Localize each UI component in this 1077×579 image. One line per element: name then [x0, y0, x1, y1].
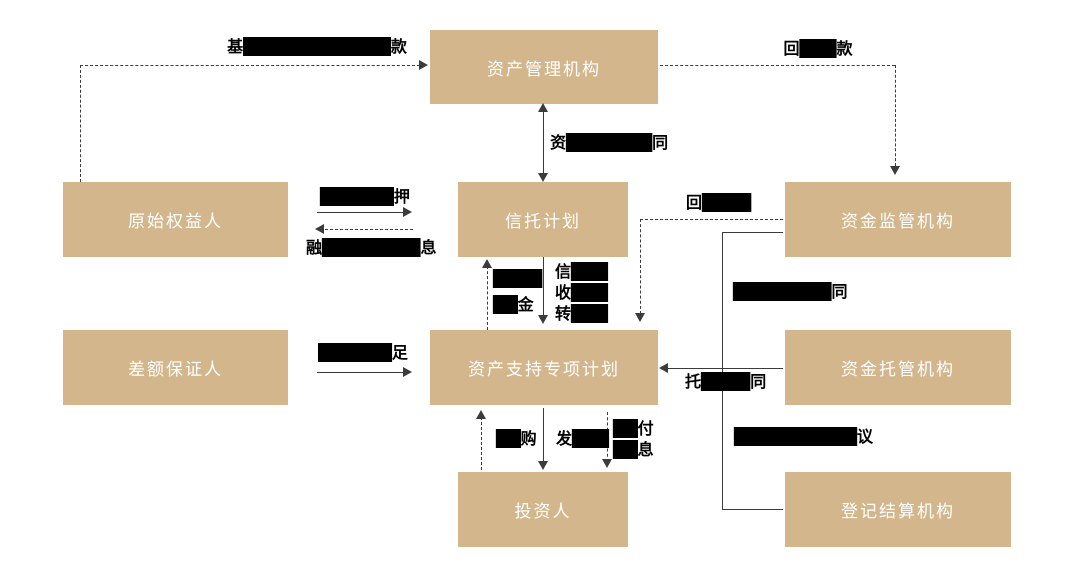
arrowhead-up-icon: [482, 259, 492, 268]
edge-asset-manager-to-supervisor-hline: [660, 65, 895, 66]
edge-label-recovery-right: 回████: [686, 193, 752, 212]
edge-label-financing-repayment: 融████████息: [306, 238, 437, 257]
arrowhead-right-icon: [403, 367, 412, 377]
arrowhead-left-icon: [315, 224, 324, 234]
edge-trust-plan-to-special-plan-vline: [543, 257, 544, 318]
edge-label-shortfall-makeup: ██████足: [318, 343, 408, 362]
arrowhead-left-icon: [659, 363, 668, 373]
edge-asset-manager-trust-plan-vline: [543, 110, 544, 176]
arrowhead-up-icon: [538, 103, 548, 112]
edge-label-transfer-price: 基████████████款: [227, 37, 407, 56]
node-special-plan: 资产支持专项计划: [430, 330, 658, 405]
arrowhead-down-icon: [635, 313, 645, 322]
edge-bracket-to-supervisor-hline: [722, 232, 783, 233]
node-trust-plan: 信托计划: [458, 182, 628, 257]
edge-label-custody-contract: 托████同: [685, 372, 767, 391]
node-asset-manager: 资产管理机构: [430, 30, 658, 104]
edge-guarantor-to-special-plan-hline: [317, 372, 405, 373]
arrowhead-up-icon: [476, 410, 486, 419]
arrowhead-down-icon: [890, 166, 900, 175]
edge-originator-to-asset-manager-vline: [80, 65, 81, 182]
edge-label-management-contract: 资███████同: [550, 133, 669, 152]
edge-bracket-to-custodian-hline: [668, 368, 783, 369]
edge-label-subscribe: ██购: [496, 429, 537, 448]
arrowhead-down-icon: [602, 459, 612, 468]
edge-label-recovery-top: 回███款: [783, 39, 853, 58]
edge-originator-to-trust-plan-hline: [317, 212, 405, 213]
edge-special-plan-to-investors-vline: [543, 408, 544, 464]
node-investors: 投资人: [458, 472, 628, 547]
arrowhead-right-icon: [403, 207, 412, 217]
edge-supervisor-to-special-plan-vline: [640, 219, 641, 314]
edge-supervisor-to-special-plan-hline: [640, 219, 783, 220]
edge-originator-to-asset-manager-hline: [80, 65, 420, 66]
arrowhead-down-icon: [538, 461, 548, 470]
edge-asset-manager-to-supervisor-vline: [895, 65, 896, 166]
edge-label-subscription-funds: ██████金: [493, 269, 543, 314]
edge-label-trust-income-transfer: 信███收███转███: [555, 262, 608, 323]
edge-label-supervision-contract: ████████同: [733, 282, 848, 301]
node-originator: 原始权益人: [63, 182, 288, 257]
edge-bracket-vline: [722, 232, 723, 509]
edge-special-plan-to-trust-plan-vline: [487, 266, 488, 330]
node-fund-supervisor: 资金监管机构: [785, 182, 1011, 257]
edge-trust-plan-to-originator-hline: [325, 229, 413, 230]
edge-bracket-to-registrar-hline: [722, 509, 783, 510]
arrowhead-down-icon: [538, 315, 548, 324]
arrowhead-down-icon: [538, 173, 548, 182]
arrowhead-right-icon: [419, 60, 428, 70]
node-fund-custodian: 资金托管机构: [785, 330, 1011, 405]
node-registrar: 登记结算机构: [785, 472, 1011, 547]
node-guarantor: 差额保证人: [63, 330, 288, 405]
edge-label-registration-agreement: ██████████议: [734, 427, 874, 446]
edge-investors-to-special-plan-vline: [481, 417, 482, 470]
edge-label-pledge: ██████押: [320, 187, 410, 206]
edge-label-redemption: ██付██息: [613, 419, 654, 459]
edge-label-issue: 发███: [556, 429, 609, 448]
